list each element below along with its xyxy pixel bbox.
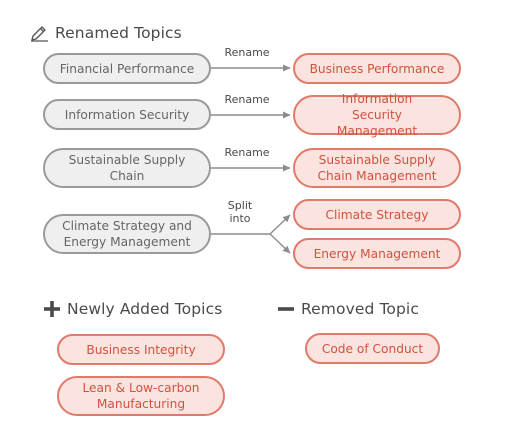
old-topic-information-security: Information Security [43, 99, 211, 130]
old-topic-financial-performance: Financial Performance [43, 53, 211, 84]
renamed-topics-header: Renamed Topics [30, 22, 182, 44]
plus-icon [43, 300, 61, 318]
split-into-label: Split into [227, 199, 253, 225]
removed-topic-code-of-conduct: Code of Conduct [305, 333, 440, 364]
old-topic-climate-strategy-energy-management: Climate Strategy and Energy Management [43, 214, 211, 254]
new-topic-business-performance: Business Performance [293, 53, 461, 84]
new-topic-climate-strategy: Climate Strategy [293, 199, 461, 230]
removed-topic-title: Removed Topic [301, 300, 419, 318]
rename-label-3: Rename [224, 146, 270, 159]
removed-topic-header: Removed Topic [277, 298, 419, 320]
added-topic-lean-low-carbon-manufacturing: Lean & Low-carbon Manufacturing [57, 376, 225, 416]
rename-label-2: Rename [224, 93, 270, 106]
added-topic-business-integrity: Business Integrity [57, 334, 225, 365]
newly-added-topics-header: Newly Added Topics [43, 298, 222, 320]
renamed-topics-title: Renamed Topics [55, 24, 182, 42]
split-arrow-down [269, 233, 291, 254]
new-topic-energy-management: Energy Management [293, 238, 461, 269]
new-topic-information-security-management: Information Security Management [293, 92, 461, 138]
newly-added-topics-title: Newly Added Topics [67, 300, 223, 318]
old-topic-sustainable-supply-chain: Sustainable Supply Chain [43, 148, 211, 188]
new-topic-sustainable-supply-chain-management: Sustainable Supply Chain Management [293, 148, 461, 188]
minus-icon [277, 300, 295, 318]
rename-label-1: Rename [224, 46, 270, 59]
split-arrow-up [269, 214, 291, 235]
pencil-edit-icon [30, 24, 50, 42]
